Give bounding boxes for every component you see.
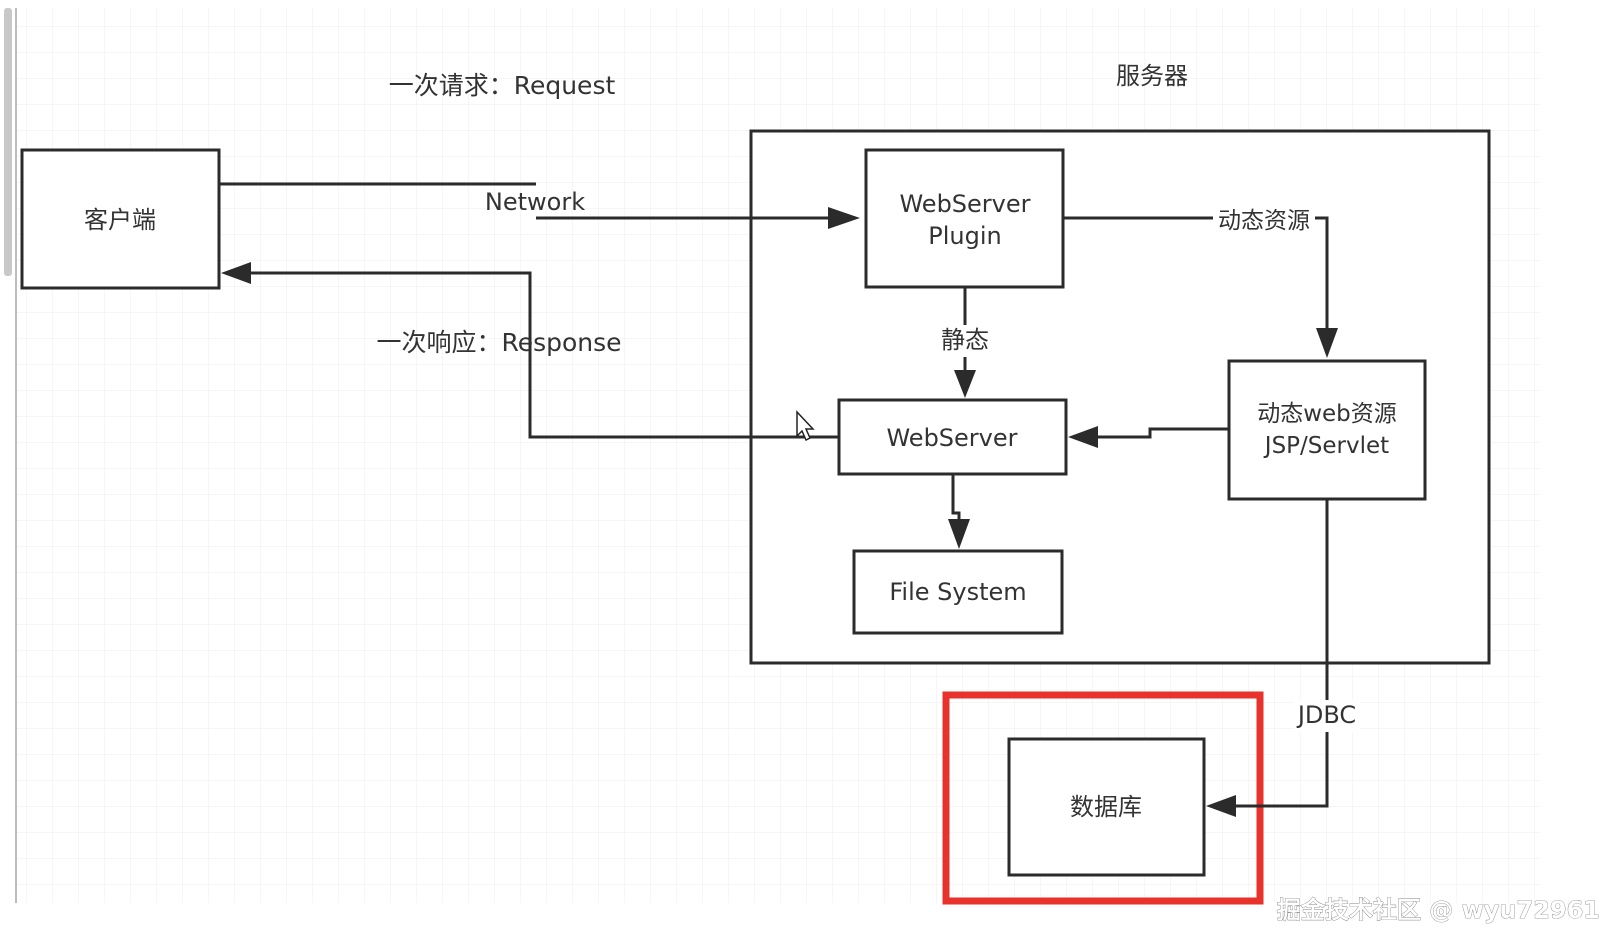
jdbc-line [1234, 499, 1329, 808]
arrowhead-to-database [1206, 795, 1236, 817]
arrowhead-to-dynamic [1316, 328, 1338, 358]
dynamic-web-resource-box [1227, 359, 1427, 501]
arrowhead-to-client [221, 262, 251, 284]
filesystem-text: File System [889, 578, 1026, 606]
client-box [20, 148, 221, 290]
jdbc-label: JDBC [1296, 701, 1356, 729]
response-line [250, 271, 839, 439]
watermark: 掘金技术社区 @ wyu72961 [1277, 896, 1600, 924]
jdbc-label-bg [1294, 700, 1360, 732]
server-title: 服务器 [1116, 62, 1188, 90]
dynamic-label: 动态资源 [1218, 208, 1310, 234]
webserver-plugin-box [864, 148, 1065, 289]
webserver-text: WebServer [886, 424, 1017, 452]
arrowhead-to-webserver-static [954, 370, 976, 398]
arrowhead-to-webserver [1068, 426, 1098, 448]
response-label: 一次响应：Response [376, 328, 621, 357]
dynamic-text-line1: 动态web资源 [1257, 401, 1397, 427]
servlet-to-webserver-line [1096, 427, 1229, 439]
webserver-to-filesystem-line [951, 474, 961, 522]
arrowhead-to-plugin [828, 207, 860, 229]
database-box [1007, 737, 1206, 877]
dynamic-label-bg [1213, 206, 1315, 234]
mouse-pointer-icon [796, 410, 815, 442]
client-text: 客户端 [84, 206, 156, 234]
vertical-scrollbar[interactable] [4, 8, 12, 276]
plugin-text-line2: Plugin [928, 222, 1001, 250]
static-label: 静态 [941, 326, 989, 354]
dynamic-resource-line [1063, 216, 1329, 330]
webserver-box [837, 398, 1068, 476]
database-text: 数据库 [1070, 793, 1142, 821]
plugin-text-line1: WebServer [899, 190, 1030, 218]
arrowhead-to-filesystem [948, 519, 970, 549]
network-label: Network [485, 188, 585, 216]
filesystem-box [852, 549, 1064, 635]
request-label: 一次请求：Request [389, 71, 616, 100]
database-highlight-frame [942, 691, 1264, 905]
static-label-bg [934, 325, 996, 357]
dynamic-text-line2: JSP/Servlet [1263, 433, 1389, 459]
